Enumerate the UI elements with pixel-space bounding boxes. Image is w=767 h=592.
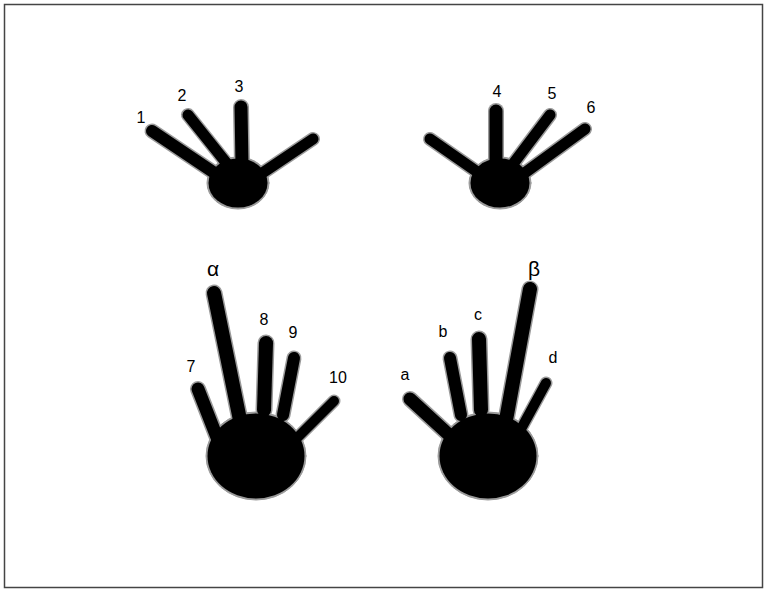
callout-label: 1	[137, 110, 146, 126]
callout-label: 9	[289, 325, 298, 341]
callout-label: 10	[329, 370, 347, 386]
callout-label: β	[528, 258, 540, 279]
print-silhouette	[152, 107, 585, 499]
callout-label: d	[549, 350, 558, 366]
print-outline	[152, 107, 585, 500]
callout-label: 5	[548, 86, 557, 102]
callout-label: 7	[187, 359, 196, 375]
callout-label: a	[401, 367, 410, 383]
callout-label: 8	[260, 312, 269, 328]
callout-label: 6	[587, 100, 596, 116]
callout-label: 3	[235, 79, 244, 95]
callout-label: 4	[493, 84, 502, 100]
callout-label: 2	[178, 88, 187, 104]
callout-label: α	[207, 258, 219, 279]
callout-label: c	[474, 307, 482, 323]
frame-border	[5, 5, 763, 588]
callout-label: b	[439, 324, 448, 340]
